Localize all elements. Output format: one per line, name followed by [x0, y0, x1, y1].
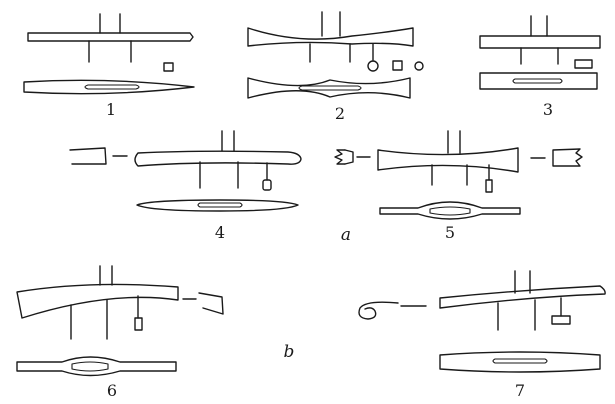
item-1-label: 1: [106, 100, 116, 119]
item-7-side-view: [439, 351, 601, 373]
item-4-top-view: [134, 130, 302, 191]
item-2-side-view: [247, 77, 411, 99]
item-1-cross-section: [163, 62, 174, 72]
item-3-side-view: [479, 72, 598, 90]
item-5-blank-left: [334, 149, 371, 165]
item-1: 1: [23, 13, 195, 119]
item-2-top-view: [247, 11, 414, 63]
item-2-label: 2: [335, 104, 345, 123]
item-7-blank: [358, 301, 427, 320]
item-4-label: 4: [215, 223, 225, 242]
item-5-side-view: [379, 201, 521, 220]
item-7-top-view: [439, 270, 606, 331]
item-6: 6: [16, 265, 224, 400]
item-5-label: 5: [445, 223, 455, 242]
item-4-cross-section: [262, 179, 272, 191]
item-4-blank: [69, 147, 128, 165]
item-7-label: 7: [515, 381, 525, 400]
group-label-b: b: [284, 342, 295, 362]
item-1-top-view: [27, 13, 194, 63]
item-6-side-view: [16, 356, 177, 377]
item-1-side-view: [23, 79, 195, 95]
item-3-cross-section: [574, 59, 593, 69]
item-3: 3: [479, 15, 601, 119]
item-4: 4: [69, 130, 302, 242]
item-7: 7: [358, 270, 606, 400]
item-6-top-view: [16, 265, 179, 340]
item-6-blank: [182, 292, 224, 315]
item-6-label: 6: [107, 381, 117, 400]
item-5-top-view: [377, 130, 519, 193]
item-5: 5: [334, 130, 583, 242]
item-4-side-view: [136, 199, 299, 212]
item-2: 2: [247, 11, 424, 123]
group-label-a: a: [341, 225, 351, 245]
item-2-square-section: [392, 60, 403, 71]
item-7-cross-section: [551, 315, 571, 325]
item-2-round-section-small: [414, 61, 424, 71]
item-2-cross-sections: [367, 60, 424, 72]
item-2-round-section: [367, 60, 379, 72]
item-6-cross-section: [134, 317, 143, 331]
item-3-top-view: [479, 15, 601, 65]
item-5-cross-section: [485, 179, 493, 193]
item-3-label: 3: [543, 100, 553, 119]
item-5-blank-right: [530, 148, 583, 167]
